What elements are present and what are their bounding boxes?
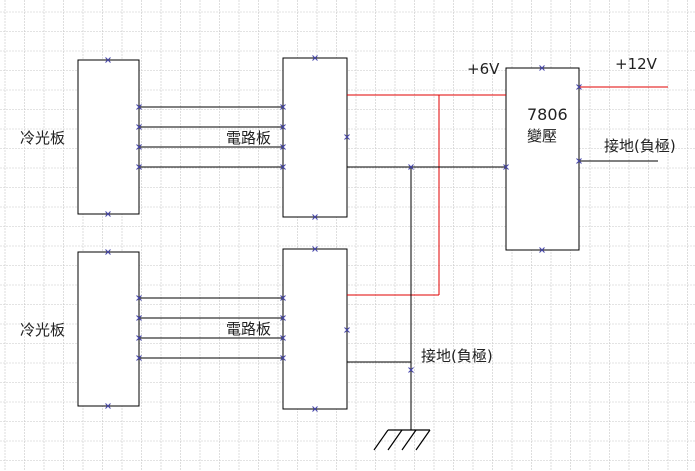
junction-mark xyxy=(539,65,545,71)
positive-6v-wiring xyxy=(347,94,506,296)
ground-right-label: 接地(負極) xyxy=(604,137,676,155)
junction-mark xyxy=(408,367,414,373)
junction-mark xyxy=(136,164,142,170)
junction-mark xyxy=(280,144,286,150)
ground-bottom-label: 接地(負極) xyxy=(421,347,493,365)
circuit-board-bottom-label: 電路板 xyxy=(226,320,271,338)
plus-6v-label: +6V xyxy=(467,60,500,78)
junction-mark xyxy=(105,211,111,217)
cold-plate-bottom xyxy=(77,251,140,407)
regulator-desc-label: 變壓 xyxy=(527,127,557,145)
junction-mark xyxy=(312,214,318,220)
cold-plate-top-label: 冷光板 xyxy=(20,129,65,147)
junction-mark xyxy=(280,335,286,341)
junction-mark xyxy=(105,403,111,409)
ground-wiring xyxy=(347,160,658,430)
regulator-model-label: 7806 xyxy=(527,105,568,124)
junction-mark xyxy=(408,164,414,170)
junction-mark xyxy=(280,315,286,321)
junction-mark xyxy=(136,124,142,130)
junction-mark xyxy=(280,295,286,301)
cold-plate-top xyxy=(77,59,140,215)
junction-mark xyxy=(280,164,286,170)
junction-mark xyxy=(136,315,142,321)
junction-mark xyxy=(136,335,142,341)
junction-mark xyxy=(576,158,582,164)
junction-mark xyxy=(503,164,509,170)
junction-mark xyxy=(105,57,111,63)
junction-mark xyxy=(312,406,318,412)
ribbon-wires-bottom xyxy=(139,297,283,359)
cold-plate-bottom-label: 冷光板 xyxy=(20,321,65,339)
junction-mark xyxy=(136,295,142,301)
junction-mark xyxy=(105,249,111,255)
junction-mark xyxy=(344,134,350,140)
junction-mark xyxy=(280,104,286,110)
junction-mark xyxy=(136,144,142,150)
circuit-board-bottom xyxy=(282,248,348,410)
junction-mark xyxy=(280,355,286,361)
junction-mark xyxy=(576,84,582,90)
ribbon-wires-top xyxy=(139,106,283,168)
junction-mark xyxy=(539,247,545,253)
ground-symbol-icon xyxy=(373,429,431,451)
junction-mark xyxy=(344,327,350,333)
regulator-7806 xyxy=(505,67,580,251)
plus-12v-label: +12V xyxy=(615,55,658,73)
circuit-board-top xyxy=(282,57,348,218)
junction-mark xyxy=(136,355,142,361)
junction-mark xyxy=(312,55,318,61)
junction-mark xyxy=(136,104,142,110)
junction-mark xyxy=(280,124,286,130)
junction-marks xyxy=(105,55,582,412)
junction-mark xyxy=(312,246,318,252)
circuit-board-top-label: 電路板 xyxy=(226,129,271,147)
